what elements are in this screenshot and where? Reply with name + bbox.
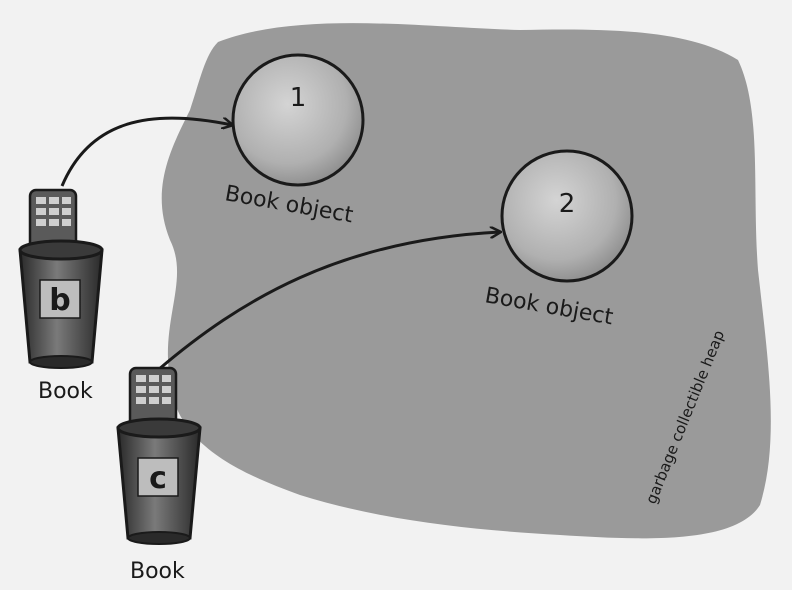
reference-variable-b: b Book: [20, 190, 102, 404]
object-1-sphere: [233, 55, 363, 185]
reference-c-type-label: Book: [130, 559, 185, 584]
object-2-number: 2: [559, 189, 576, 219]
reference-b-type-label: Book: [38, 379, 93, 404]
object-1-number: 1: [290, 83, 307, 113]
reference-b-variable-name: b: [49, 283, 70, 318]
reference-c-variable-name: c: [149, 461, 167, 496]
